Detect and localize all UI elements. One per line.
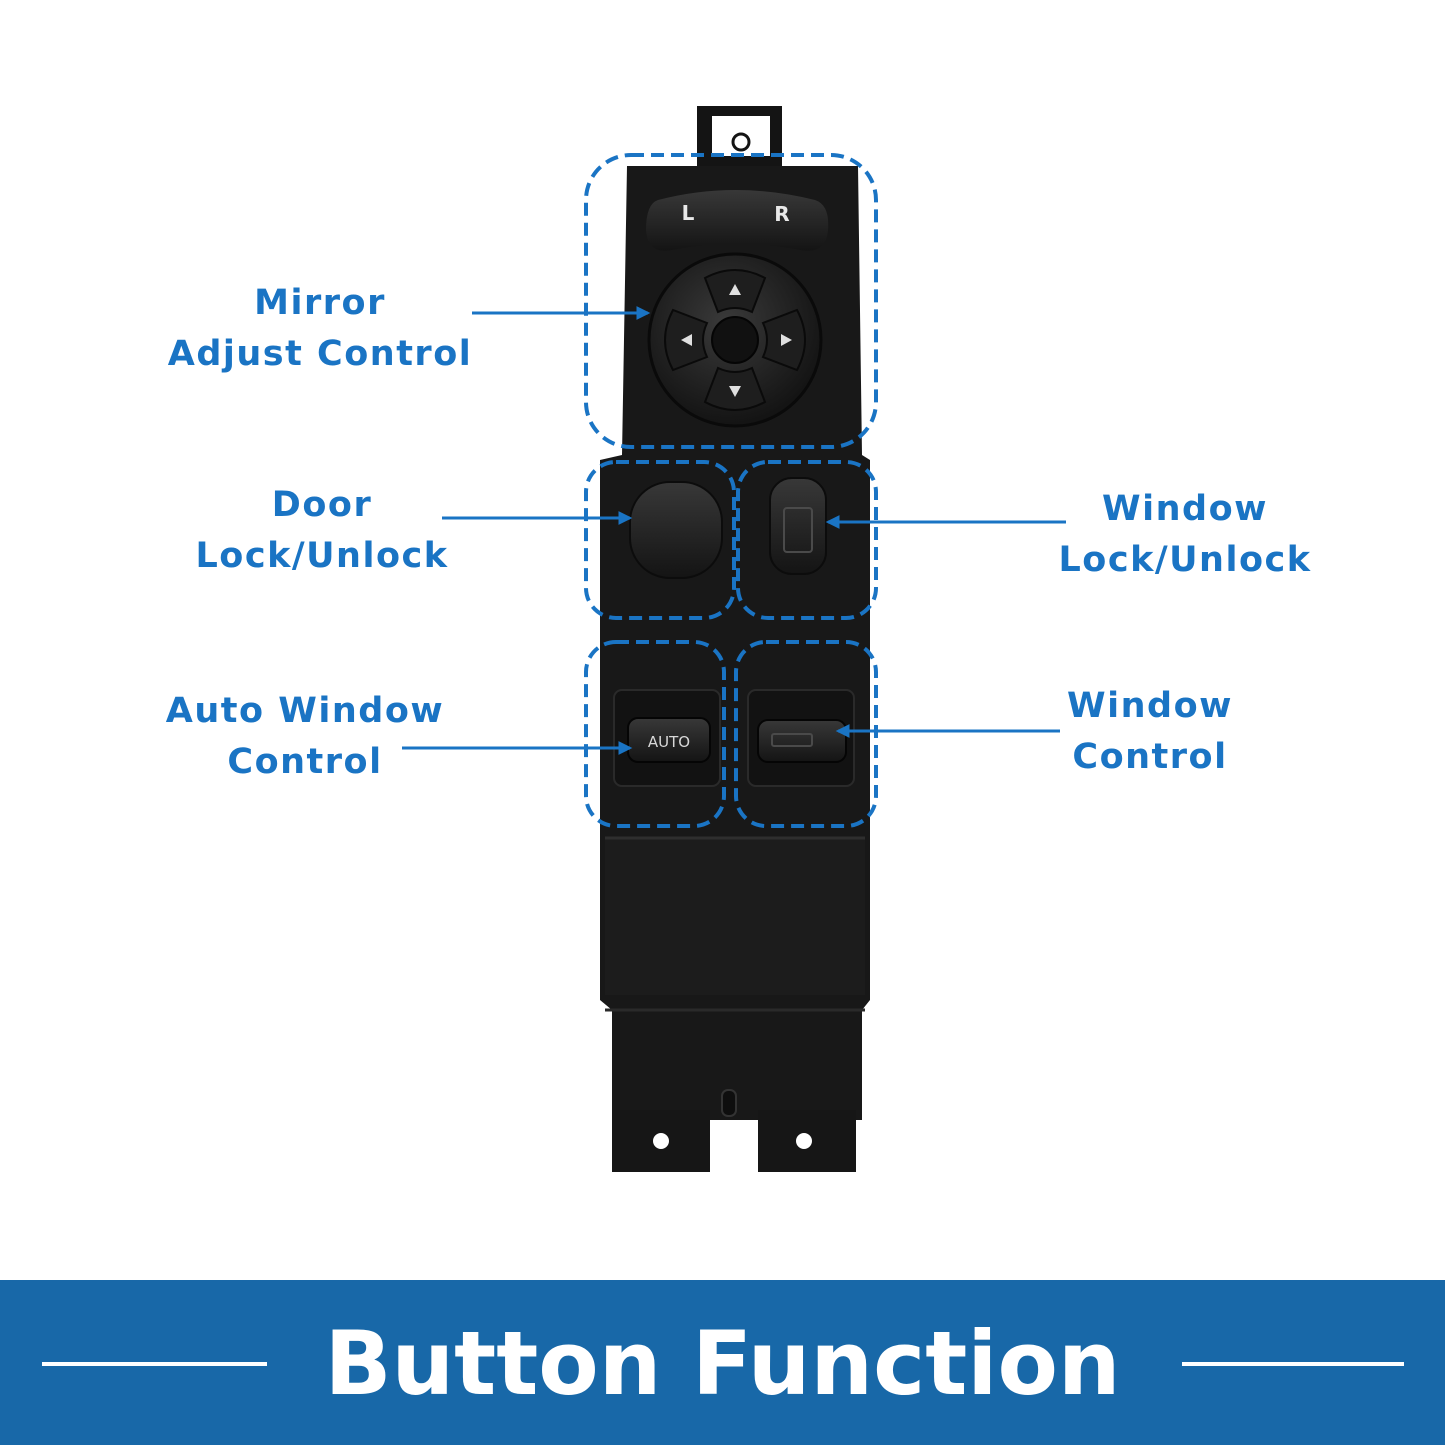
- window-control-label: Window Control: [1020, 681, 1280, 783]
- door-lock-button[interactable]: [629, 481, 723, 579]
- auto-window-label-line-1: Auto Window: [165, 691, 445, 731]
- door-lock-label: Door Lock/Unlock: [172, 480, 472, 582]
- mirror-right-key-label: R: [774, 202, 789, 226]
- window-lock-button[interactable]: [769, 477, 827, 575]
- window-lock-highlight: [736, 460, 878, 620]
- switch-panel-illustration: L R AUTO: [402, 106, 1066, 1172]
- arrow-right-icon: [781, 334, 792, 346]
- door-lock-label-line-1: Door: [271, 485, 373, 525]
- banner-rule-left: [42, 1362, 267, 1366]
- window-switch[interactable]: [757, 719, 847, 763]
- auto-window-highlight: [584, 640, 726, 828]
- auto-window-label-line-2: Control: [227, 742, 383, 782]
- mirror-adjust-label: Mirror Adjust Control: [145, 278, 495, 380]
- arrow-down-icon: [729, 386, 741, 397]
- arrow-up-icon: [729, 284, 741, 295]
- banner-rule-right: [1182, 1362, 1404, 1366]
- banner-title: Button Function: [324, 1312, 1121, 1415]
- mirror-adjust-label-line-1: Mirror: [254, 283, 386, 323]
- window-switch-icon: [771, 733, 813, 747]
- window-control-label-line-1: Window: [1067, 686, 1233, 726]
- arrow-left-icon: [681, 334, 692, 346]
- mirror-left-key-label: L: [682, 201, 695, 225]
- bottom-left-tab-hole: [651, 1131, 671, 1151]
- auto-window-label: Auto Window Control: [140, 686, 470, 788]
- top-tab-hole: [731, 132, 751, 152]
- auto-button-label: AUTO: [648, 733, 690, 751]
- mirror-adjust-highlight: [584, 153, 878, 449]
- auto-window-switch[interactable]: [627, 717, 711, 763]
- mirror-adjust-label-line-2: Adjust Control: [167, 334, 473, 374]
- panel-lower-plate: [605, 838, 865, 995]
- title-banner: Button Function: [0, 1280, 1445, 1445]
- window-control-highlight: [734, 640, 878, 828]
- door-lock-highlight: [584, 460, 736, 620]
- window-lock-icon: [783, 507, 813, 553]
- product-diagram: L R AUTO: [140, 106, 1335, 1172]
- door-lock-label-line-2: Lock/Unlock: [195, 536, 449, 576]
- window-lock-label-line-1: Window: [1102, 489, 1268, 529]
- mirror-pad-center: [711, 316, 759, 364]
- window-lock-label-line-2: Lock/Unlock: [1058, 540, 1312, 580]
- window-control-label-line-2: Control: [1072, 737, 1228, 777]
- bottom-right-tab-hole: [794, 1131, 814, 1151]
- window-lock-label: Window Lock/Unlock: [1035, 484, 1335, 586]
- mirror-select-rocker[interactable]: [646, 190, 829, 251]
